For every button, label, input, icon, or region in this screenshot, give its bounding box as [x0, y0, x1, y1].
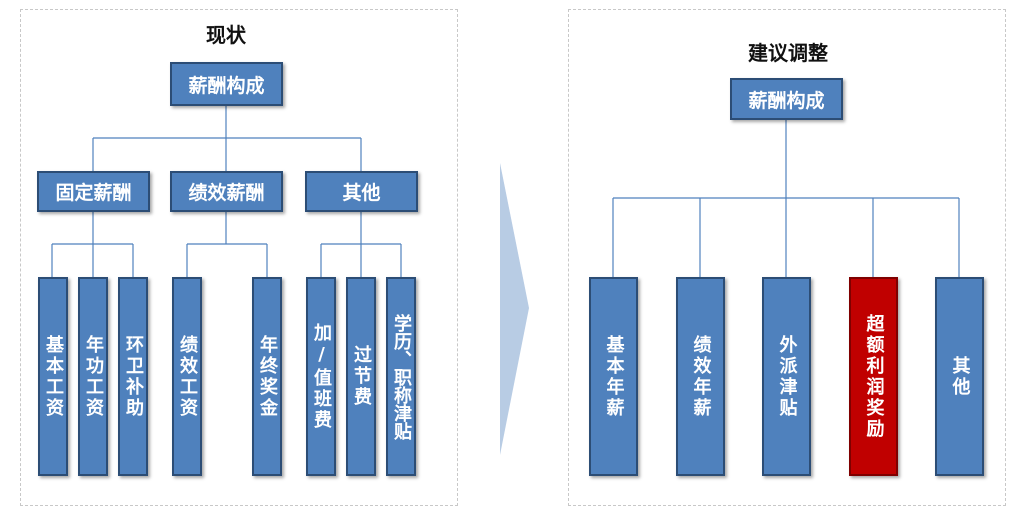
- current-state-title: 现状: [206, 23, 246, 47]
- proposed-panel: [568, 9, 1006, 506]
- item-qualification-allowance: 学历、职称津贴: [386, 277, 416, 476]
- left-root-node: 薪酬构成: [170, 62, 283, 106]
- group-performance-pay: 绩效薪酬: [170, 171, 283, 212]
- right-root-node: 薪酬构成: [730, 78, 843, 120]
- current-state-panel: [20, 9, 458, 506]
- item-excess-profit-bonus: 超额利润奖励: [849, 277, 898, 476]
- item-performance-annual-salary: 绩效年薪: [676, 277, 725, 476]
- item-performance-wage: 绩效工资: [172, 277, 202, 476]
- item-holiday-pay: 过节费: [346, 277, 376, 476]
- transition-arrow: [500, 163, 529, 455]
- item-base-annual-salary: 基本年薪: [589, 277, 638, 476]
- item-sanitation-subsidy: 环卫补助: [118, 277, 148, 476]
- item-year-end-bonus: 年终奖金: [252, 277, 282, 476]
- item-overtime-pay: 加/值班费: [306, 277, 336, 476]
- item-seniority-pay: 年功工资: [78, 277, 108, 476]
- item-base-salary: 基本工资: [38, 277, 68, 476]
- group-other: 其他: [305, 171, 418, 212]
- proposed-title: 建议调整: [748, 41, 828, 65]
- item-right-other: 其他: [935, 277, 984, 476]
- group-fixed-pay: 固定薪酬: [37, 171, 150, 212]
- item-overseas-allowance: 外派津贴: [762, 277, 811, 476]
